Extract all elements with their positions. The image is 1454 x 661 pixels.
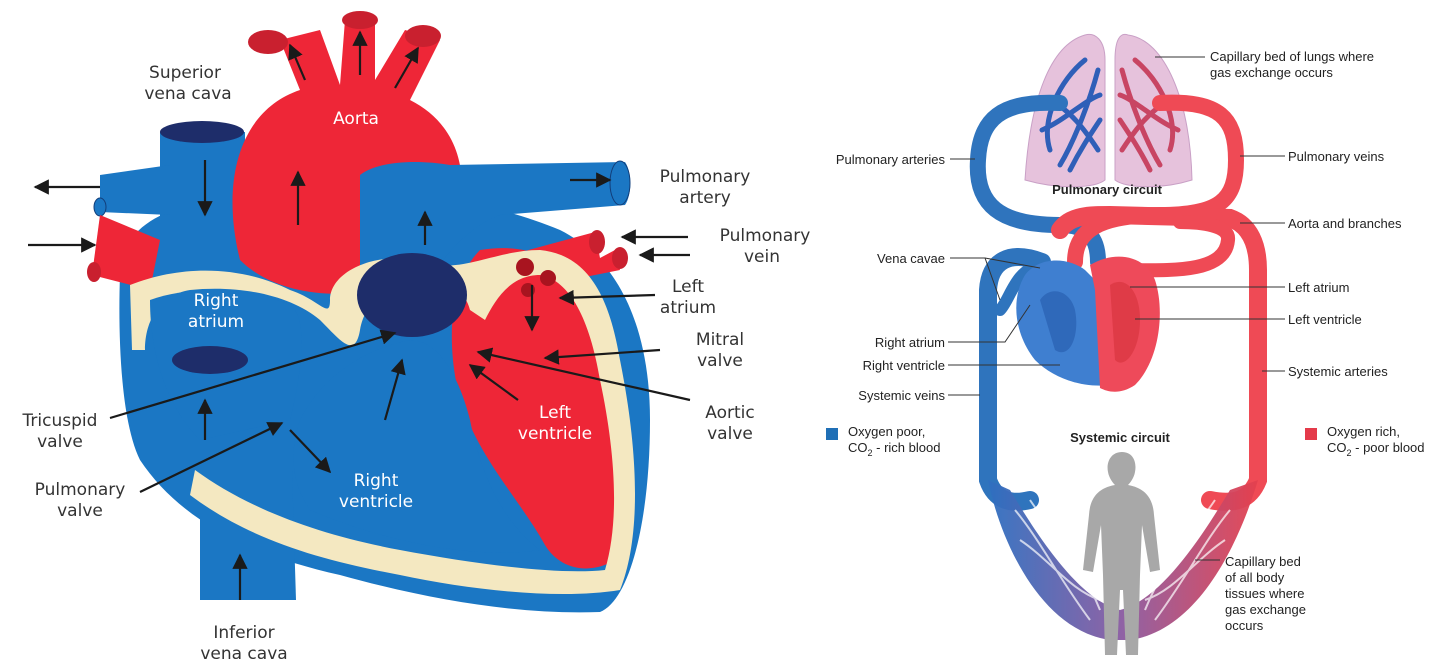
label-aorta-branches: Aorta and branches: [1288, 216, 1402, 231]
label-capillary-body-1: Capillary bed: [1225, 554, 1301, 569]
label-superior-vena-cava-1: Superior: [149, 63, 221, 83]
label-capillary-lungs-1: Capillary bed of lungs where: [1210, 49, 1374, 64]
label-superior-vena-cava-2: vena cava: [144, 84, 231, 104]
aorta-branch-2: [342, 11, 378, 29]
legend-oxygen-rich-line1: Oxygen rich,: [1327, 424, 1400, 439]
aorta-branch-3: [405, 25, 441, 47]
label-capillary-lungs-2: gas exchange occurs: [1210, 65, 1333, 80]
label-pulmonary-arteries: Pulmonary arteries: [836, 152, 946, 167]
label-inferior-vena-cava-2: vena cava: [200, 644, 287, 661]
pulmonary-vein-inlet-2: [540, 270, 556, 286]
right-pulmonary-vein-opening: [87, 262, 101, 282]
label-left-atrium-1: Left: [672, 277, 704, 297]
circulation-diagram: Capillary bed of lungs where gas exchang…: [826, 34, 1425, 655]
label-aortic-valve-2: valve: [707, 424, 753, 444]
label-left-atrium: Left atrium: [1288, 280, 1349, 295]
label-pulmonary-circuit: Pulmonary circuit: [1052, 182, 1162, 197]
label-vena-cavae: Vena cavae: [877, 251, 945, 266]
label-left-atrium-2: atrium: [660, 298, 716, 318]
label-pulmonary-vein-1: Pulmonary: [720, 226, 811, 246]
label-pulmonary-valve-1: Pulmonary: [35, 480, 126, 500]
legend-swatch-oxygen-poor: [826, 428, 838, 440]
pulmonary-valve-opening: [357, 253, 467, 337]
legend-oxygen-rich-line2: CO2 - poor blood: [1327, 440, 1425, 458]
label-pulmonary-valve-2: valve: [57, 501, 103, 521]
label-right-atrium: Right atrium: [875, 335, 945, 350]
pulmonary-artery-opening: [610, 161, 630, 205]
legend-swatch-oxygen-rich: [1305, 428, 1317, 440]
label-right-ventricle: Right ventricle: [863, 358, 945, 373]
legend-oxygen-poor-line1: Oxygen poor,: [848, 424, 925, 439]
label-mitral-valve-2: valve: [697, 351, 743, 371]
right-pulmonary-artery-opening: [94, 198, 106, 216]
aorta-branch-1: [248, 30, 288, 54]
label-systemic-veins: Systemic veins: [858, 388, 945, 403]
label-pulmonary-artery-1: Pulmonary: [660, 167, 751, 187]
right-pulmonary-artery-branch: [100, 165, 170, 215]
label-left-ventricle-2: ventricle: [518, 424, 592, 444]
legend-oxygen-poor-line2: CO2 - rich blood: [848, 440, 940, 458]
label-left-ventricle: Left ventricle: [1288, 312, 1362, 327]
label-right-atrium-2: atrium: [188, 312, 244, 332]
label-right-atrium-1: Right: [194, 291, 239, 311]
heart-diagram: Superior vena cava Pulmonary artery Pulm…: [22, 11, 811, 661]
superior-vena-cava: [160, 132, 245, 270]
label-tricuspid-valve-2: valve: [37, 432, 83, 452]
label-right-ventricle-1: Right: [354, 471, 399, 491]
pulmonary-vein-inlet-1: [516, 258, 534, 276]
left-pulmonary-vein-opening-2: [612, 247, 628, 269]
label-capillary-body-2: of all body: [1225, 570, 1285, 585]
label-tricuspid-valve-1: Tricuspid: [22, 411, 98, 431]
label-pulmonary-artery-2: artery: [679, 188, 731, 208]
label-right-ventricle-2: ventricle: [339, 492, 413, 512]
superior-vena-cava-opening: [160, 121, 244, 143]
left-pulmonary-vein-opening-1: [589, 230, 605, 254]
label-inferior-vena-cava-1: Inferior: [213, 623, 274, 643]
label-aorta: Aorta: [333, 109, 379, 129]
label-pulmonary-vein-2: vein: [744, 247, 780, 267]
label-pulmonary-veins: Pulmonary veins: [1288, 149, 1385, 164]
label-capillary-body-5: occurs: [1225, 618, 1264, 633]
label-systemic-circuit: Systemic circuit: [1070, 430, 1170, 445]
label-aortic-valve-1: Aortic: [705, 403, 754, 423]
label-capillary-body-4: gas exchange: [1225, 602, 1306, 617]
label-capillary-body-3: tissues where: [1225, 586, 1304, 601]
label-systemic-arteries: Systemic arteries: [1288, 364, 1388, 379]
inferior-vena-cava-opening: [172, 346, 248, 374]
label-mitral-valve-1: Mitral: [696, 330, 744, 350]
label-left-ventricle-1: Left: [539, 403, 571, 423]
